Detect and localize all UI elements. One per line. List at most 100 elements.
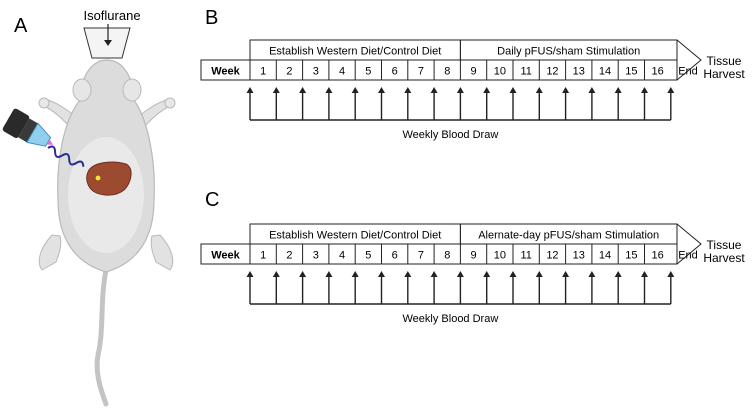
week-cell-5: 5	[365, 66, 371, 78]
week-header-label: Week	[211, 66, 240, 78]
outcome-label-line: Harvest	[703, 251, 745, 265]
panel-a-label: A	[14, 15, 28, 37]
ultrasound-transducer-icon	[2, 108, 54, 147]
week-cell-15: 15	[625, 250, 637, 262]
week-cell-9: 9	[470, 250, 476, 262]
blood-draw-arrowhead	[299, 87, 307, 93]
week-cell-11: 11	[520, 250, 531, 262]
ultrasound-wave-icon	[47, 145, 85, 167]
end-arrow	[676, 223, 702, 265]
blood-draw-arrowhead	[246, 87, 254, 93]
blood-draw-arrowhead	[299, 271, 307, 277]
week-cell-12: 12	[546, 66, 558, 78]
phase1-label: Establish Western Diet/Control Diet	[269, 46, 441, 58]
outcome-label-line: Tissue	[707, 238, 742, 252]
blood-draw-arrowhead	[456, 271, 464, 277]
week-row	[200, 59, 678, 81]
week-cell-6: 6	[392, 250, 398, 262]
blood-draw-arrowhead	[272, 271, 280, 277]
mouse-ear-left	[72, 78, 92, 102]
week-cell-1: 1	[260, 250, 266, 262]
blood-draw-arrowhead	[509, 87, 517, 93]
blood-draw-arrowhead	[272, 87, 280, 93]
blood-draw-arrowhead	[404, 87, 412, 93]
week-cell-2: 2	[286, 250, 292, 262]
blood-draw-arrowhead	[483, 271, 491, 277]
blood-draw-arrowhead	[351, 87, 359, 93]
week-cell-16: 16	[652, 250, 664, 262]
week-header-label: Week	[211, 250, 240, 262]
blood-draw-arrowhead	[535, 271, 543, 277]
panel-a: A Isoflurane	[2, 8, 176, 407]
week-cell-13: 13	[573, 66, 585, 78]
blood-draw-arrowhead	[378, 271, 385, 277]
blood-draw-label: Weekly Blood Draw	[403, 129, 499, 141]
blood-draw-arrowhead	[614, 271, 622, 277]
week-cell-7: 7	[418, 66, 424, 78]
blood-draw-arrowhead	[588, 87, 596, 93]
week-cell-8: 8	[444, 250, 450, 262]
week-row	[200, 243, 678, 265]
week-cell-15: 15	[625, 66, 637, 78]
blood-draw-arrowhead	[614, 87, 622, 93]
blood-draw-arrowhead	[246, 271, 254, 277]
timeline-panel: C Establish Western Diet/Control Diet Aler…	[200, 189, 745, 325]
mouse-hind-foot-right	[150, 234, 174, 271]
blood-draw-arrowhead	[667, 271, 675, 277]
phase2-label: Alernate-day pFUS/sham Stimulation	[478, 230, 659, 242]
blood-draw-arrowhead	[562, 87, 570, 93]
blood-draw-arrowhead	[325, 87, 333, 93]
blood-draw-arrowhead	[351, 271, 359, 277]
isoflurane-label: Isoflurane	[83, 8, 140, 23]
blood-draw-arrowhead	[562, 271, 570, 277]
outcome-label-line: Tissue	[707, 54, 742, 68]
blood-draw-arrowhead	[456, 87, 464, 93]
blood-draw-arrowhead	[588, 271, 596, 277]
blood-draw-arrowhead	[325, 271, 333, 277]
week-cell-12: 12	[546, 250, 558, 262]
week-cell-9: 9	[470, 66, 476, 78]
week-cell-10: 10	[494, 66, 506, 78]
week-cell-11: 11	[520, 66, 531, 78]
end-arrow	[676, 39, 702, 81]
week-cell-3: 3	[313, 250, 319, 262]
week-cell-8: 8	[444, 66, 450, 78]
week-cell-4: 4	[339, 66, 345, 78]
week-cell-14: 14	[599, 66, 611, 78]
panel-label: B	[205, 7, 218, 29]
panel-label: C	[205, 189, 219, 211]
week-cell-1: 1	[260, 66, 266, 78]
mouse-tail	[94, 267, 109, 407]
phase1-label: Establish Western Diet/Control Diet	[269, 230, 441, 242]
outcome-label-line: Harvest	[703, 67, 745, 81]
week-cell-4: 4	[339, 250, 345, 262]
week-cell-5: 5	[365, 250, 371, 262]
end-label: End	[678, 66, 698, 78]
blood-draw-arrowhead	[430, 87, 438, 93]
week-cell-14: 14	[599, 250, 611, 262]
blood-draw-arrowhead	[641, 87, 648, 93]
week-cell-10: 10	[494, 250, 506, 262]
phase2-label: Daily pFUS/sham Stimulation	[497, 46, 640, 58]
blood-draw-arrowhead	[483, 87, 491, 93]
mouse-ear-right	[122, 78, 142, 102]
target-spot	[95, 175, 101, 181]
blood-draw-label: Weekly Blood Draw	[403, 313, 499, 325]
blood-draw-arrowhead	[404, 271, 412, 277]
blood-draw-arrowhead	[378, 87, 385, 93]
week-cell-3: 3	[313, 66, 319, 78]
blood-draw-arrowhead	[509, 271, 517, 277]
blood-draw-arrowhead	[641, 271, 648, 277]
week-cell-16: 16	[652, 66, 664, 78]
timeline-panel: B Establish Western Diet/Control Diet Dail…	[200, 7, 745, 141]
liver-icon	[86, 161, 132, 196]
week-cell-13: 13	[573, 250, 585, 262]
week-cell-2: 2	[286, 66, 292, 78]
blood-draw-arrowhead	[430, 271, 438, 277]
week-cell-6: 6	[392, 66, 398, 78]
blood-draw-arrowhead	[667, 87, 675, 93]
blood-draw-arrowhead	[535, 87, 543, 93]
week-cell-7: 7	[418, 250, 424, 262]
end-label: End	[678, 250, 698, 262]
mouse-hind-foot-left	[38, 234, 62, 271]
